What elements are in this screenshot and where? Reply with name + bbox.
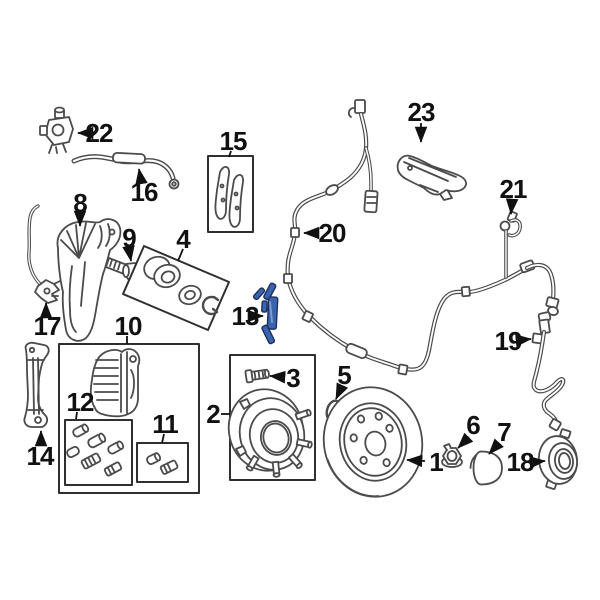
callout-16[interactable]: 16 bbox=[130, 177, 159, 207]
highlighted-clip-13[interactable] bbox=[252, 282, 279, 345]
hub-assembly-2 bbox=[227, 354, 316, 481]
leader-7 bbox=[488, 438, 504, 455]
leader-3 bbox=[269, 370, 286, 384]
callout-15[interactable]: 15 bbox=[219, 126, 248, 156]
brake-pads-15 bbox=[207, 155, 254, 233]
callout-13[interactable]: 13 bbox=[231, 301, 260, 331]
anchor-bracket-14 bbox=[23, 341, 50, 428]
leader-21 bbox=[505, 198, 519, 215]
leader-6 bbox=[457, 432, 474, 449]
valve-sensor-22 bbox=[39, 106, 74, 154]
brake-rotor-1 bbox=[322, 386, 424, 498]
pin-kit-11 bbox=[136, 442, 189, 483]
seal-kit-4 bbox=[122, 245, 230, 331]
leader-19 bbox=[515, 334, 532, 347]
callout-7[interactable]: 7 bbox=[497, 417, 512, 447]
callout-20[interactable]: 20 bbox=[318, 218, 347, 248]
bearing-18 bbox=[537, 428, 579, 490]
callout-22[interactable]: 22 bbox=[85, 118, 114, 148]
leader-15 bbox=[228, 150, 232, 158]
callout-2[interactable]: 2 bbox=[206, 399, 221, 429]
wheel-stud-3 bbox=[244, 368, 270, 384]
callout-12[interactable]: 12 bbox=[66, 387, 95, 417]
callout-4[interactable]: 4 bbox=[176, 224, 191, 254]
callout-18[interactable]: 18 bbox=[506, 447, 535, 477]
grease-cap-7 bbox=[469, 450, 503, 486]
abs-harness-20 bbox=[283, 99, 560, 376]
brake-hose-21 bbox=[499, 210, 522, 279]
splash-shield-8 bbox=[56, 218, 122, 342]
callout-5[interactable]: 5 bbox=[337, 360, 352, 390]
callout-6[interactable]: 6 bbox=[466, 410, 481, 440]
callout-21[interactable]: 21 bbox=[499, 174, 528, 204]
callout-23[interactable]: 23 bbox=[407, 97, 436, 127]
leader-16 bbox=[135, 168, 148, 186]
bracket-23 bbox=[396, 154, 467, 201]
callout-11[interactable]: 11 bbox=[152, 409, 178, 439]
callout-1[interactable]: 1 bbox=[429, 447, 444, 477]
brake-hose-19 bbox=[531, 311, 566, 432]
callout-8[interactable]: 8 bbox=[73, 188, 88, 218]
callout-10[interactable]: 10 bbox=[114, 311, 143, 341]
lug-nut-6 bbox=[441, 443, 463, 468]
leader-11 bbox=[161, 433, 165, 444]
leader-1 bbox=[406, 454, 426, 468]
callout-9[interactable]: 9 bbox=[122, 223, 137, 253]
leader-12 bbox=[75, 411, 78, 420]
leader-9 bbox=[122, 244, 135, 262]
leader-4 bbox=[177, 248, 184, 262]
leader-5 bbox=[335, 382, 349, 400]
callout-19[interactable]: 19 bbox=[494, 326, 523, 356]
callout-3[interactable]: 3 bbox=[286, 363, 301, 393]
callout-14[interactable]: 14 bbox=[26, 441, 55, 471]
leader-18 bbox=[529, 456, 546, 469]
hardware-kit-12 bbox=[64, 419, 133, 486]
brake-hose-16 bbox=[71, 151, 180, 190]
callout-17[interactable]: 17 bbox=[33, 311, 62, 341]
wear-sensor-17 bbox=[27, 204, 61, 304]
leader-lines bbox=[34, 123, 546, 469]
